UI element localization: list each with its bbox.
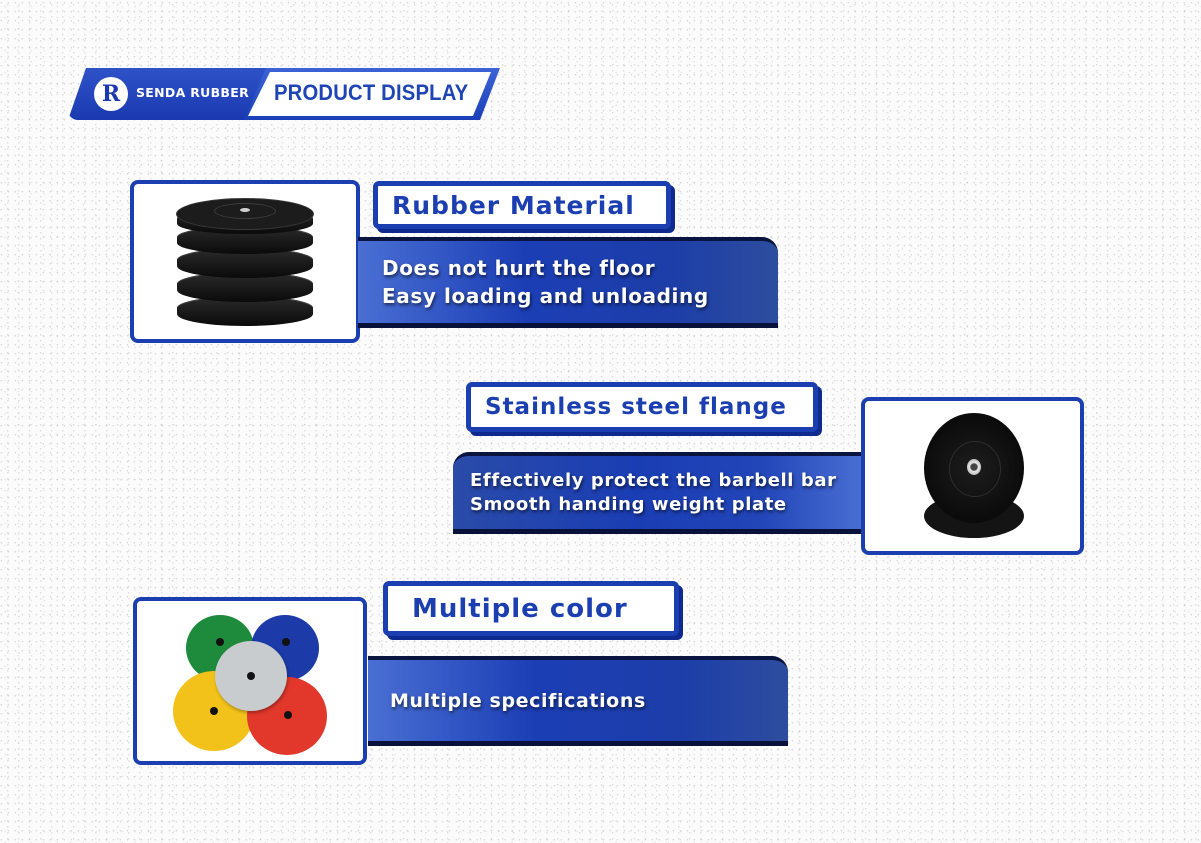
product-image-card-flange bbox=[861, 397, 1084, 555]
feature-line: Effectively protect the barbell bar bbox=[470, 469, 837, 491]
feature-title-flange: Stainless steel flange bbox=[466, 382, 818, 432]
page-title: PRODUCT DISPLAY bbox=[274, 80, 469, 105]
product-image-card-rubber bbox=[130, 180, 360, 343]
product-image-card-colors bbox=[133, 597, 367, 765]
senda-logo-icon: R bbox=[94, 77, 128, 111]
feature-description-colors: Multiple specifications bbox=[368, 656, 788, 746]
feature-description-rubber: Does not hurt the floor Easy loading and… bbox=[358, 237, 778, 328]
feature-title-rubber: Rubber Material bbox=[373, 181, 671, 229]
feature-description-flange: Effectively protect the barbell bar Smoo… bbox=[453, 452, 865, 534]
brand-name: SENDA RUBBER bbox=[136, 85, 249, 100]
feature-title-text: Rubber Material bbox=[392, 190, 635, 220]
brand-section: R SENDA RUBBER bbox=[68, 68, 278, 120]
feature-line: Multiple specifications bbox=[390, 689, 646, 712]
colored-plates-image bbox=[137, 601, 363, 761]
feature-line: Easy loading and unloading bbox=[382, 284, 709, 308]
title-background bbox=[248, 72, 491, 116]
header-banner: R SENDA RUBBER PRODUCT DISPLAY bbox=[68, 68, 500, 120]
feature-line: Smooth handing weight plate bbox=[470, 493, 787, 515]
plate-stack-image bbox=[134, 184, 356, 339]
feature-title-text: Stainless steel flange bbox=[485, 394, 787, 420]
feature-title-colors: Multiple color bbox=[383, 581, 679, 636]
steel-flange-plate-image bbox=[865, 401, 1080, 551]
feature-line: Does not hurt the floor bbox=[382, 256, 656, 280]
feature-title-text: Multiple color bbox=[412, 593, 628, 624]
